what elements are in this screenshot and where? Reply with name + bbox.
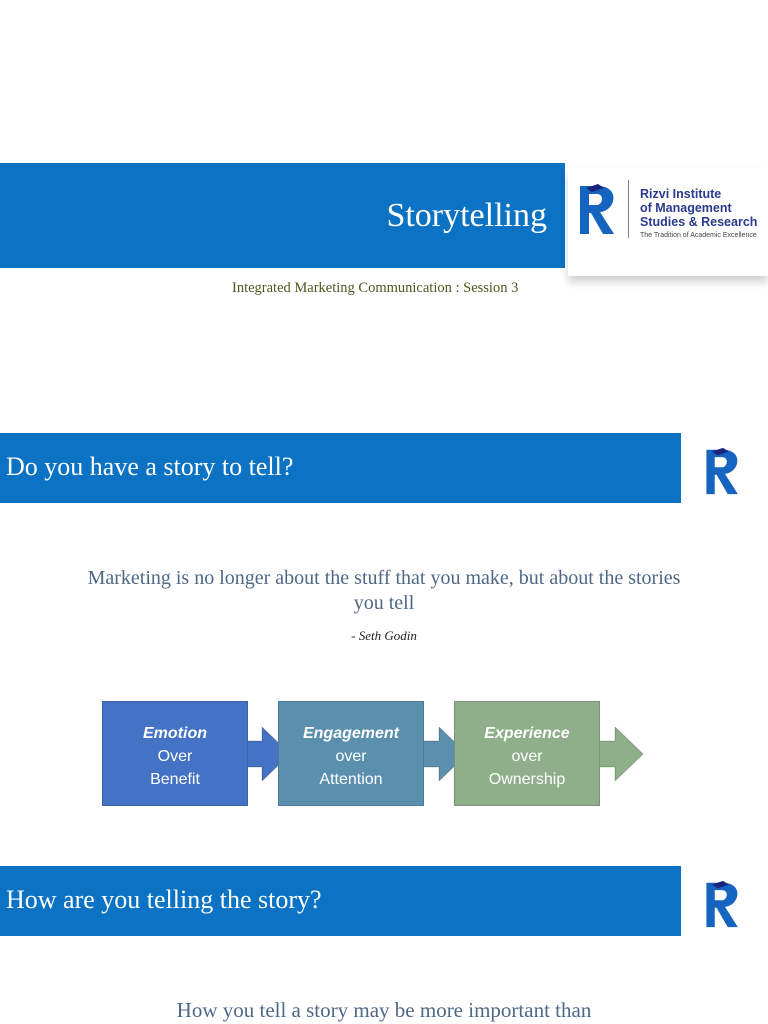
institute-logo: Rizvi Institute of Management Studies & … bbox=[568, 168, 768, 276]
box-line: Over bbox=[157, 748, 193, 765]
logo-tagline: The Tradition of Academic Excellence bbox=[640, 232, 757, 239]
slide-title: Storytelling bbox=[386, 197, 547, 234]
body-text: How you tell a story may be more importa… bbox=[176, 998, 592, 1022]
quote-line-1: Marketing is no longer about the stuff t… bbox=[87, 567, 681, 589]
section-header-bar: Do you have a story to tell? bbox=[0, 433, 681, 503]
box-line: Attention bbox=[319, 771, 383, 788]
box-line: over bbox=[511, 748, 543, 765]
r-logo-icon bbox=[580, 184, 614, 234]
chevron-box-engagement: Engagement over Attention bbox=[278, 701, 424, 806]
section-heading: Do you have a story to tell? bbox=[6, 452, 294, 481]
slide-subtitle: Integrated Marketing Communication : Ses… bbox=[232, 280, 519, 296]
box-lead: Experience bbox=[484, 725, 570, 742]
logo-text-line1: Rizvi Institute bbox=[640, 187, 722, 201]
section-header-bar: How are you telling the story? bbox=[0, 866, 681, 936]
arrow-right-icon bbox=[599, 727, 644, 781]
quote-author: - Seth Godin bbox=[351, 628, 417, 643]
r-logo-icon bbox=[706, 880, 738, 928]
logo-text-line2: of Management bbox=[640, 201, 732, 215]
box-line: over bbox=[335, 748, 367, 765]
logo-text-line3: Studies & Research bbox=[640, 215, 758, 229]
r-logo-icon bbox=[706, 447, 738, 495]
box-line: Ownership bbox=[488, 771, 566, 788]
chevron-box-experience: Experience over Ownership bbox=[454, 701, 600, 806]
arrow-right-icon bbox=[423, 727, 468, 781]
title-slide: Storytelling Rizvi Institute of Manageme… bbox=[0, 0, 768, 420]
quote-line-2: you tell bbox=[353, 592, 415, 614]
chevron-box-emotion: Emotion Over Benefit bbox=[102, 701, 248, 806]
box-line: Benefit bbox=[150, 771, 200, 788]
title-banner: Storytelling bbox=[0, 163, 565, 268]
box-lead: Engagement bbox=[302, 725, 399, 742]
box-lead: Emotion bbox=[143, 725, 207, 742]
arrow-right-icon bbox=[246, 727, 291, 781]
section-heading: How are you telling the story? bbox=[6, 885, 322, 914]
logo-divider bbox=[628, 180, 629, 238]
